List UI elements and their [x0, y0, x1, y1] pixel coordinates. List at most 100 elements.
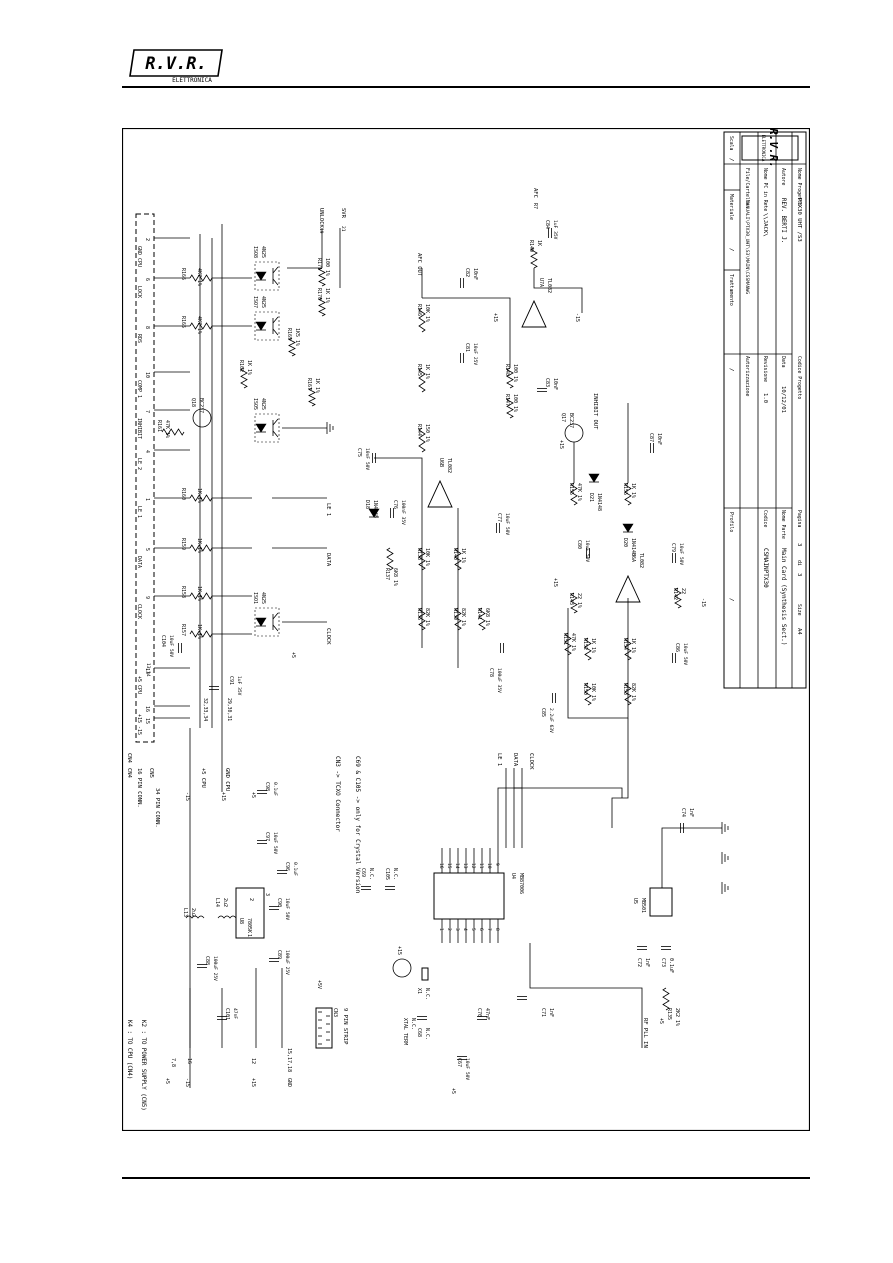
ref-iso1: ISO1 — [252, 592, 258, 604]
cn5-pins-5cpu: 32,33,34 — [202, 698, 208, 721]
resistor-r158 — [189, 592, 213, 600]
val-r159: 1K 1% — [196, 538, 202, 553]
u4-pin: 14 — [454, 863, 460, 869]
optocoupler-iso7 — [272, 328, 279, 336]
tb-treatment: / — [728, 368, 734, 371]
val-r141: 6K8 1% — [484, 608, 490, 626]
net-plus5v: +5V — [316, 980, 322, 989]
resistor-r140 — [454, 547, 462, 571]
net-svr: SVR — [340, 208, 346, 219]
optocoupler-iso8 — [272, 266, 279, 274]
cn4-pin-signal: DATA — [136, 556, 142, 568]
wire — [422, 297, 511, 368]
net-xtal-term: XTAL TERM — [402, 1018, 408, 1045]
val-u5: MB501 — [640, 898, 646, 913]
tb-pc-name-label: Nome PC in Rete — [762, 168, 768, 211]
resistor-r160 — [189, 494, 213, 502]
ref-c82: C82 — [464, 268, 470, 277]
pin-number: 19 — [318, 228, 324, 234]
ref-r151: R151 — [562, 633, 568, 645]
resistor-r139 — [454, 607, 462, 631]
val-u4: MB87006 — [518, 873, 524, 894]
inductor-l14 — [217, 915, 237, 919]
ref-c67: C67 — [456, 1058, 462, 1067]
ref-c91: C91 — [228, 676, 234, 685]
u4-pin: 5 — [470, 928, 476, 931]
val-r144: 150 1% — [424, 424, 430, 442]
tb-of-label: di — [796, 560, 802, 566]
ref-r171: R171 — [316, 258, 322, 270]
val-c67: 10uF 50V — [464, 1058, 470, 1080]
tb-size: A4 — [796, 628, 802, 635]
val-c72: 1nF — [644, 958, 650, 967]
tb-scale-label: Scala — [728, 136, 734, 151]
ref-x1: X1 — [416, 988, 422, 994]
net-minus15-cn5: -15 — [184, 792, 190, 801]
cn4-pin-signal: +5 CPU — [136, 676, 142, 694]
u4-pin: 9 — [494, 863, 500, 866]
val-r140: 1K 1% — [460, 548, 466, 563]
ref-c80: C80 — [576, 540, 582, 549]
net-minus15-left: -15 — [184, 1078, 190, 1087]
wire — [533, 268, 583, 313]
ref-r154: R154 — [622, 638, 628, 650]
val-r171: 100 1% — [324, 258, 330, 276]
ref-r148: R148 — [504, 364, 510, 376]
val-c79: 10uF 50V — [678, 543, 684, 565]
val-c84: 1uF 35V — [552, 220, 558, 240]
tb-profile-label: Profilo — [728, 512, 734, 532]
ref-c73: C73 — [660, 958, 666, 967]
ref-c69: C69 — [360, 868, 366, 877]
val-r135: 2K2 1% — [674, 1008, 680, 1026]
ref-r140: R140 — [452, 548, 458, 560]
val-r148: 100 1% — [512, 364, 518, 382]
ref-r147: R147 — [504, 394, 510, 406]
ref-c78: C78 — [488, 668, 494, 677]
ic-u4 — [433, 872, 505, 920]
connector-cn4 — [135, 213, 155, 743]
thermistor — [392, 958, 412, 978]
val-d18: 1N4148 — [372, 500, 378, 518]
ref-d21: D21 — [588, 493, 594, 502]
optocoupler-iso5 — [255, 423, 267, 433]
resistor-r150 — [584, 682, 592, 706]
tb-project-label: Nome Progetto — [796, 168, 802, 206]
val-d21: 1N4148 — [596, 493, 602, 511]
ref-q17: Q17 — [560, 413, 566, 422]
cn4-pin-signal: COMP 1 — [136, 380, 142, 398]
val-c83: 10nF — [552, 378, 558, 390]
ref-r7: R7 — [532, 203, 538, 209]
tb-treatment-label: Trattamento — [728, 274, 734, 306]
val-c87: 10nF — [656, 433, 662, 445]
val-u8: 7805K — [246, 918, 252, 933]
inductor-l13 — [185, 915, 205, 919]
tb-scale: / — [728, 158, 734, 161]
resistor-r155 — [570, 482, 578, 506]
tb-part-name: Main Card (Synthesis Sect.) — [780, 548, 787, 646]
ref-r159: R159 — [180, 538, 186, 550]
u4-pin: 6 — [478, 928, 484, 931]
tb-page-total: 3 — [796, 573, 802, 576]
val-c76: 100nF 35V — [400, 500, 406, 525]
tb-author-label: Autore — [780, 168, 786, 185]
net-plus5: +5 — [290, 652, 296, 658]
ref-r162: R162 — [238, 360, 244, 372]
cn5-pin16: 16 — [186, 1058, 192, 1064]
header-rule — [122, 86, 810, 88]
resistor-r154 — [624, 637, 632, 661]
ref-c87: C87 — [648, 433, 654, 442]
cn4-pin-number: 8 — [144, 326, 150, 329]
diode-d18 — [368, 508, 380, 518]
tb-date: 10/12/01 — [780, 386, 786, 413]
cn4-pin-number: 16 — [144, 706, 150, 712]
wire — [611, 718, 629, 828]
ref-r150: R150 — [582, 683, 588, 695]
tb-code-label: Codice — [762, 510, 768, 527]
val-c104: 10uF 50V — [168, 635, 174, 657]
ref-r143: R143 — [568, 593, 574, 605]
cn4-name: CN4 — [126, 753, 132, 764]
ic-u5 — [649, 887, 673, 917]
val-q18: BC237 — [198, 398, 204, 413]
tb-material-label: Materiale — [728, 194, 734, 220]
